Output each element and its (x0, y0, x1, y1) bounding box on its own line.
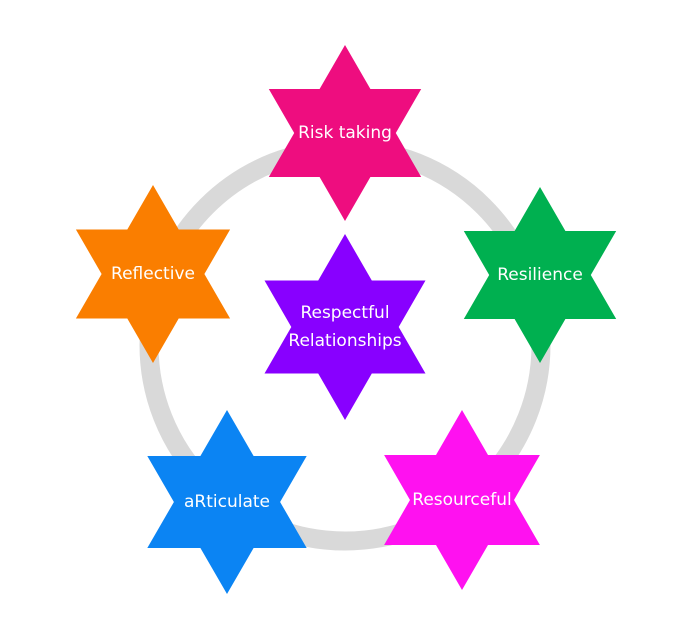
six-pointed-star-icon (147, 410, 307, 594)
star-reflective: Reflective (75, 185, 231, 363)
six-pointed-star-icon (75, 185, 231, 363)
star-label-risk-taking: Risk taking (298, 123, 392, 143)
star-label-reflective: Reflective (111, 264, 195, 284)
star-label-respectful-line-1: Respectful (300, 303, 389, 323)
star-resilience: Resilience (463, 187, 617, 363)
star-label-respectful-line-2: Relationships (288, 331, 401, 351)
six-pointed-star-icon (463, 187, 617, 363)
star-risk-taking: Risk taking (268, 45, 422, 221)
star-label-resilience: Resilience (497, 265, 583, 285)
six-pointed-star-icon (384, 410, 540, 590)
six-pointed-star-icon (264, 234, 426, 420)
six-pointed-star-icon (268, 45, 422, 221)
star-label-resourceful: Resourceful (412, 490, 511, 510)
star-resourceful: Resourceful (384, 410, 540, 590)
star-label-articulate: aRticulate (184, 492, 270, 512)
star-articulate: aRticulate (147, 410, 307, 594)
